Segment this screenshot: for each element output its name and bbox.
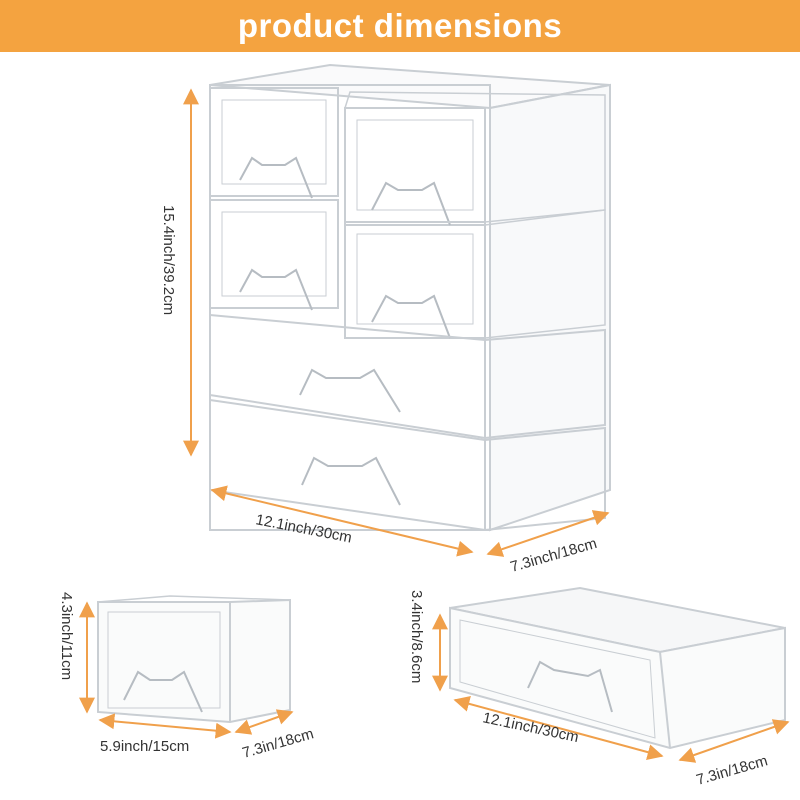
small-box	[97, 595, 291, 724]
title-banner: product dimensions	[0, 0, 800, 52]
small-width-label: 5.9inch/15cm	[100, 738, 189, 755]
large-height-label: 3.4inch/8.6cm	[408, 590, 425, 683]
drawer-tower	[209, 63, 611, 532]
small-width-arrow	[98, 713, 232, 739]
wide-drawer-1	[209, 313, 606, 440]
large-drawer	[449, 586, 786, 750]
small-height-label: 4.3inch/11cm	[58, 592, 75, 680]
small-drawer-3	[209, 199, 339, 311]
tower-width-arrow	[210, 485, 474, 557]
large-depth-arrow	[678, 719, 790, 763]
large-depth-label: 7.3in/18cm	[694, 752, 769, 789]
small-drawer-1	[209, 87, 339, 199]
page-title: product dimensions	[237, 7, 563, 44]
tower-width-label: 12.1inch/30cm	[254, 511, 353, 546]
small-depth-arrow	[234, 709, 294, 735]
small-drawer-4	[344, 209, 606, 339]
tower-depth-label: 7.3inch/18cm	[508, 535, 598, 576]
tower-height-label: 15.4inch/39.2cm	[160, 205, 177, 315]
large-width-arrow	[453, 696, 664, 760]
small-depth-label: 7.3in/18cm	[240, 725, 315, 762]
tower-depth-arrow	[486, 510, 610, 557]
